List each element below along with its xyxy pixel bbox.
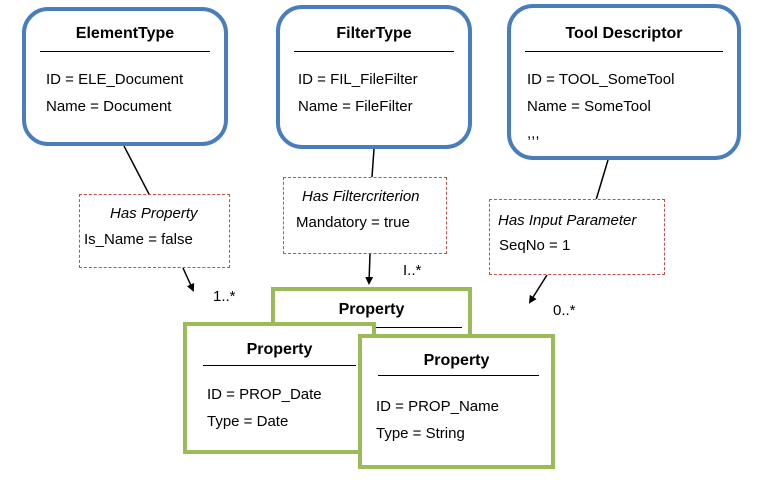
has-filtercriterion-attribute: Mandatory = true (296, 214, 410, 231)
property-date-box: Property ID = PROP_Date Type = Date (183, 322, 376, 454)
filtertype-title: FilterType (336, 25, 412, 42)
tool-descriptor-more: ,,, (527, 125, 540, 142)
elementtype-divider (40, 51, 210, 52)
property-date-type: Type = Date (207, 413, 289, 430)
elementtype-box: ElementType ID = ELE_Document Name = Doc… (22, 7, 228, 146)
property-name-type: Type = String (376, 425, 465, 442)
elementtype-name: Name = Document (46, 98, 172, 115)
link-filtertype-to-has-filtercriterion (371, 148, 375, 178)
property-name-divider (378, 375, 539, 376)
property-back-divider (291, 327, 462, 328)
has-input-parameter-name: Has Input Parameter (498, 212, 637, 229)
tool-descriptor-name: Name = SomeTool (527, 98, 651, 115)
property-date-divider (203, 365, 356, 366)
has-property-attribute: Is_Name = false (84, 231, 193, 248)
has-property-name: Has Property (110, 205, 198, 222)
multiplicity-left: 1..* (213, 288, 236, 305)
tool-descriptor-id: ID = TOOL_SomeTool (527, 71, 675, 88)
has-filtercriterion-name: Has Filtercriterion (302, 188, 420, 205)
link-has-input-parameter-to-property (528, 274, 548, 304)
property-date-title: Property (246, 341, 313, 358)
tool-descriptor-box: Tool Descriptor ID = TOOL_SomeTool Name … (507, 4, 741, 160)
property-date-id: ID = PROP_Date (207, 386, 322, 403)
property-name-title: Property (423, 352, 490, 369)
elementtype-id: ID = ELE_Document (46, 71, 184, 88)
property-name-id: ID = PROP_Name (376, 398, 499, 415)
property-name-box: Property ID = PROP_Name Type = String (358, 334, 555, 469)
filtertype-id: ID = FIL_FileFilter (298, 71, 418, 88)
has-filtercriterion-association: Has Filtercriterion Mandatory = true (283, 177, 447, 254)
has-input-parameter-association: Has Input Parameter SeqNo = 1 (489, 199, 665, 275)
link-elementtype-to-has-property (123, 145, 151, 197)
property-back-title: Property (338, 301, 405, 318)
link-tooldescriptor-to-has-input-parameter (595, 159, 609, 201)
filtertype-divider (294, 51, 454, 52)
link-has-filtercriterion-to-property (365, 253, 374, 285)
has-input-parameter-attribute: SeqNo = 1 (499, 237, 571, 254)
tool-descriptor-divider (525, 51, 723, 52)
filtertype-box: FilterType ID = FIL_FileFilter Name = Fi… (276, 5, 472, 149)
has-property-association: Has Property Is_Name = false (79, 194, 230, 268)
filtertype-name: Name = FileFilter (298, 98, 413, 115)
multiplicity-middle: I..* (403, 262, 422, 279)
tool-descriptor-title: Tool Descriptor (565, 25, 683, 42)
link-has-property-to-property (182, 267, 195, 292)
elementtype-title: ElementType (75, 25, 175, 42)
multiplicity-right: 0..* (553, 302, 576, 319)
